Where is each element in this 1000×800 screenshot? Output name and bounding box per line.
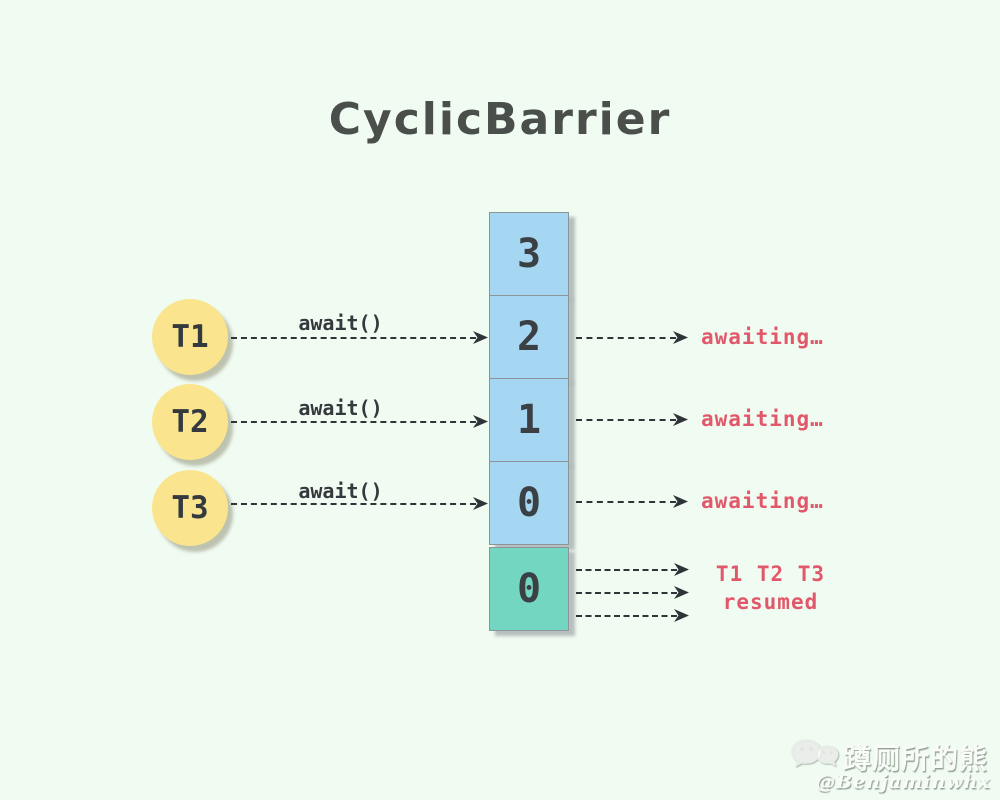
barrier-count: 1 (516, 397, 542, 443)
barrier-cell-3: 3 (489, 212, 569, 296)
barrier-cell-0: 0 (489, 461, 569, 545)
thread-label: T3 (171, 490, 209, 526)
status-arrow-t3 (576, 495, 688, 508)
dashed-line (576, 614, 677, 617)
barrier-count: 2 (516, 314, 542, 360)
resume-arrow-2 (576, 586, 689, 599)
resume-arrow-3 (576, 609, 689, 622)
barrier-count: 0 (516, 566, 542, 612)
thread-circle-t3: T3 (152, 470, 228, 546)
resume-action-line: resumed (722, 590, 819, 614)
dashed-line (231, 420, 476, 423)
barrier-count: 3 (516, 231, 542, 277)
thread-label: T2 (171, 404, 209, 440)
dashed-line (576, 500, 676, 503)
thread-circle-t2: T2 (152, 384, 228, 460)
dashed-line (231, 502, 476, 505)
status-awaiting-t3: awaiting… (701, 489, 824, 513)
dashed-line (231, 336, 476, 339)
resume-label: T1 T2 T3 resumed (693, 560, 848, 616)
await-call-label-t2: await() (298, 396, 383, 420)
dashed-line (576, 568, 677, 571)
await-arrow-t1 (231, 331, 488, 344)
thread-label: T1 (171, 319, 209, 355)
resume-threads-line: T1 T2 T3 (715, 562, 826, 586)
watermark-handle: @Benjaminwhx (816, 771, 991, 793)
watermark-name: 蹲厕所的熊 (843, 742, 989, 775)
page-title: CyclicBarrier (328, 94, 672, 145)
wechat-icon (791, 739, 839, 768)
thread-circle-t1: T1 (152, 299, 228, 375)
await-call-label-t1: await() (298, 311, 383, 335)
barrier-cell-1: 1 (489, 378, 569, 462)
barrier-cell-tripped: 0 (489, 547, 569, 631)
await-arrow-t3 (231, 497, 488, 510)
status-arrow-t2 (576, 413, 688, 426)
status-awaiting-t2: awaiting… (701, 407, 824, 431)
status-arrow-t1 (576, 331, 688, 344)
await-arrow-t2 (231, 415, 488, 428)
dashed-line (576, 418, 676, 421)
await-call-label-t3: await() (298, 479, 383, 503)
resume-arrow-1 (576, 563, 689, 576)
barrier-cell-2: 2 (489, 295, 569, 379)
dashed-line (576, 591, 677, 594)
dashed-line (576, 336, 676, 339)
status-awaiting-t1: awaiting… (701, 325, 824, 349)
barrier-count: 0 (516, 480, 542, 526)
